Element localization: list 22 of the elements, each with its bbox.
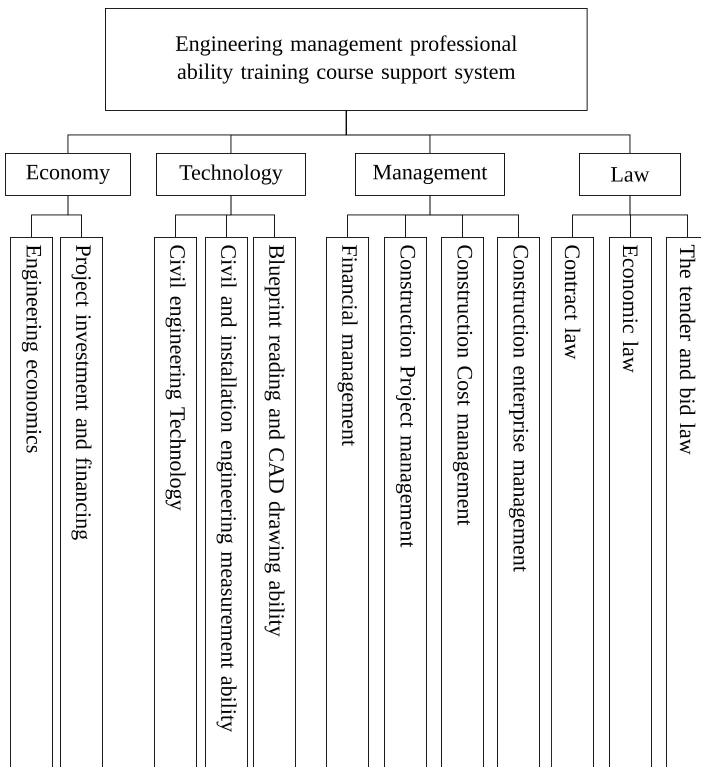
course-box: The tender and bid law — [666, 237, 701, 767]
course-box: Civil and installation engineering measurement ability — [205, 237, 248, 767]
category-box: Management — [355, 153, 505, 196]
course-box: Project investment and financing — [60, 237, 103, 767]
connector-line — [346, 110, 630, 154]
course-box: Financial management — [326, 237, 369, 767]
category-box: Economy — [5, 153, 131, 196]
category-box: Technology — [156, 153, 306, 196]
course-box: Contract law — [551, 237, 594, 767]
course-box: Civil engineering Technology — [154, 237, 197, 767]
category-box: Law — [579, 153, 681, 196]
course-box: Engineering economics — [10, 237, 53, 767]
connector-line — [68, 195, 82, 238]
course-box: Economic law — [609, 237, 652, 767]
course-box: Construction enterprise management — [497, 237, 540, 767]
course-box: Blueprint reading and CAD drawing ability — [253, 237, 296, 767]
connector-line — [630, 195, 688, 238]
connector-line — [430, 195, 519, 238]
course-box: Construction Cost management — [441, 237, 484, 767]
course-box: Construction Project management — [384, 237, 427, 767]
connector-line — [230, 195, 275, 238]
root-box: Engineering management professional ability training course support system — [105, 8, 588, 111]
